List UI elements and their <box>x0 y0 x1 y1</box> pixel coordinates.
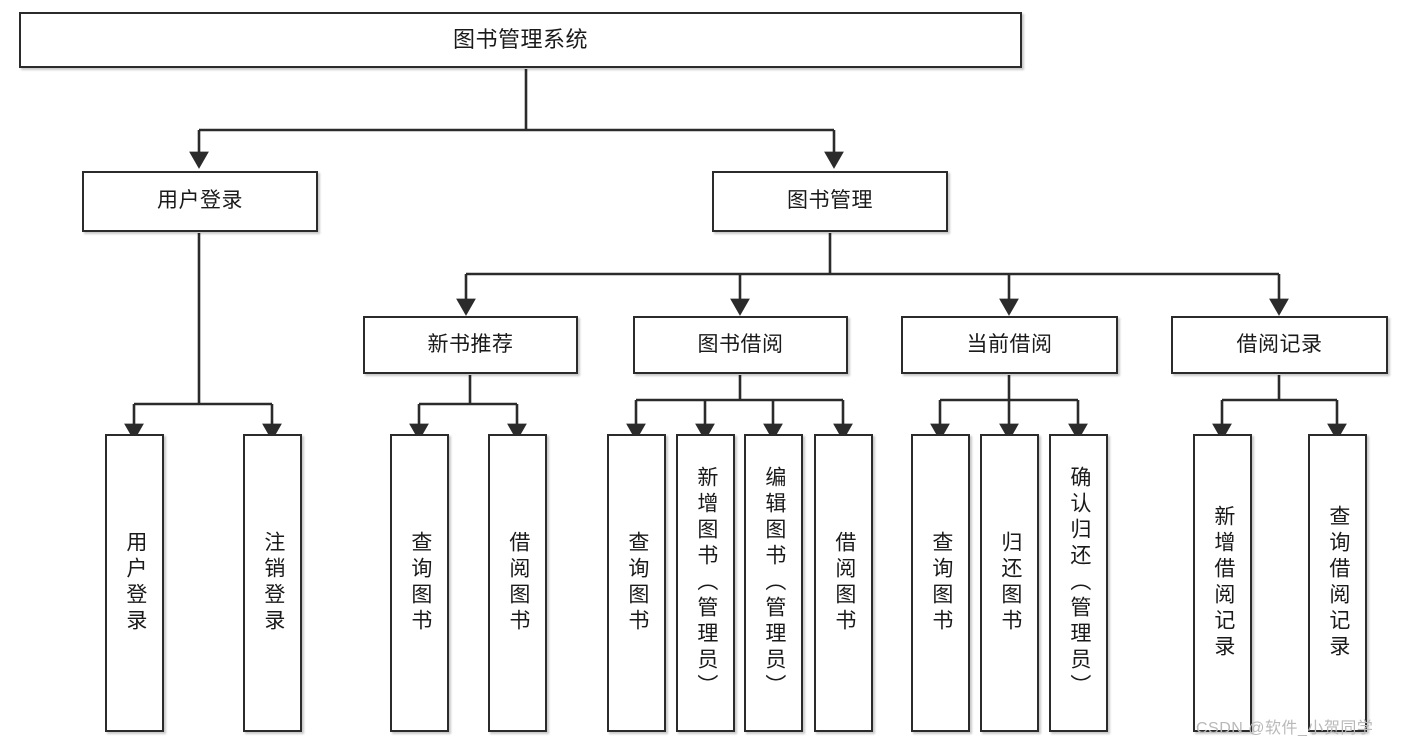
leaf-query-book-current[interactable]: 查询图书 <box>911 434 970 732</box>
node-label: 查询图书 <box>929 531 953 635</box>
leaf-borrow-book-recommend[interactable]: 借阅图书 <box>488 434 547 732</box>
csdn-watermark: CSDN @软件_小贺同学 <box>1196 720 1374 737</box>
node-borrow-record[interactable]: 借阅记录 <box>1171 316 1388 374</box>
leaf-query-book-borrow[interactable]: 查询图书 <box>607 434 666 732</box>
node-label: 编辑图书（管理员） <box>762 466 786 700</box>
node-label: 注销登录 <box>261 531 285 635</box>
leaf-edit-book-admin[interactable]: 编辑图书（管理员） <box>744 434 803 732</box>
leaf-query-book-recommend[interactable]: 查询图书 <box>390 434 449 732</box>
leaf-add-borrow-record[interactable]: 新增借阅记录 <box>1193 434 1252 732</box>
node-label: 查询借阅记录 <box>1326 505 1350 661</box>
node-label: 图书管理系统 <box>452 27 588 53</box>
node-label: 用户登录 <box>157 189 243 213</box>
leaf-add-book-admin[interactable]: 新增图书（管理员） <box>676 434 735 732</box>
leaf-logout-login[interactable]: 注销登录 <box>243 434 302 732</box>
node-label: 借阅图书 <box>506 531 530 635</box>
node-label: 用户登录 <box>123 531 147 635</box>
node-user-login[interactable]: 用户登录 <box>82 171 318 232</box>
node-new-book-recommend[interactable]: 新书推荐 <box>363 316 578 374</box>
node-label: 查询图书 <box>408 531 432 635</box>
leaf-return-book[interactable]: 归还图书 <box>980 434 1039 732</box>
node-label: 新书推荐 <box>427 332 514 356</box>
node-book-borrow[interactable]: 图书借阅 <box>633 316 848 374</box>
leaf-query-borrow-record[interactable]: 查询借阅记录 <box>1308 434 1367 732</box>
leaf-confirm-return-admin[interactable]: 确认归还（管理员） <box>1049 434 1108 732</box>
node-label: 归还图书 <box>998 531 1022 635</box>
node-current-borrow[interactable]: 当前借阅 <box>901 316 1118 374</box>
node-label: 图书借阅 <box>697 332 784 356</box>
node-label: 借阅记录 <box>1236 332 1323 356</box>
leaf-borrow-book-borrow[interactable]: 借阅图书 <box>814 434 873 732</box>
node-root-system[interactable]: 图书管理系统 <box>19 12 1022 68</box>
node-label: 借阅图书 <box>832 531 856 635</box>
node-label: 图书管理 <box>787 189 873 213</box>
node-label: 查询图书 <box>625 531 649 635</box>
node-book-management[interactable]: 图书管理 <box>712 171 948 232</box>
node-label: 新增借阅记录 <box>1211 505 1235 661</box>
leaf-user-login[interactable]: 用户登录 <box>105 434 164 732</box>
node-label: 新增图书（管理员） <box>694 466 718 700</box>
node-label: 当前借阅 <box>966 332 1053 356</box>
node-label: 确认归还（管理员） <box>1067 466 1091 700</box>
